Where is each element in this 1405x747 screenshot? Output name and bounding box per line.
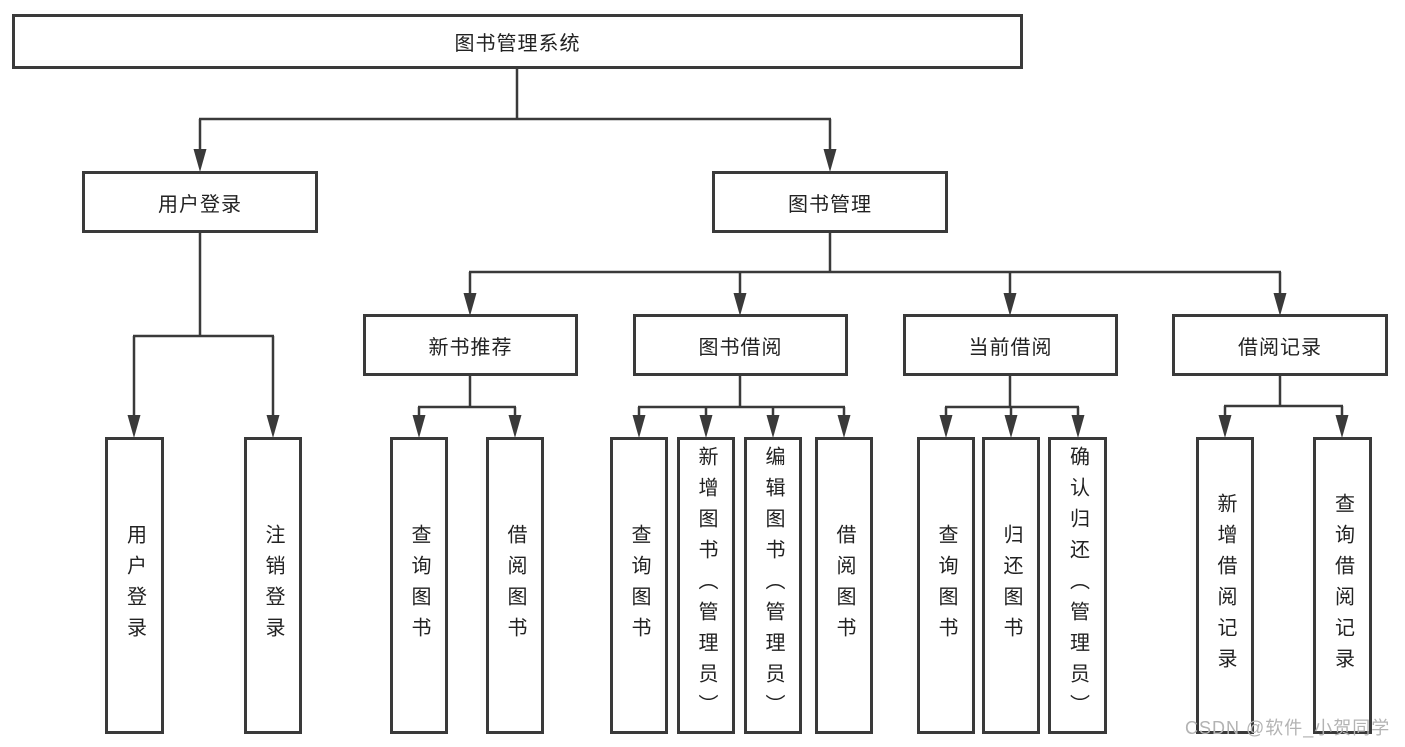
leaf-user-login: 用户登录 bbox=[105, 437, 164, 734]
node-label: 新书推荐 bbox=[428, 336, 513, 359]
node-user-login: 用户登录 bbox=[82, 171, 318, 233]
leaf-logout: 注销登录 bbox=[244, 437, 302, 734]
leaf-label: 用户登录 bbox=[123, 523, 146, 648]
node-label: 用户登录 bbox=[158, 193, 242, 216]
node-borrowing-records: 借阅记录 bbox=[1172, 314, 1388, 376]
node-current-borrowing: 当前借阅 bbox=[903, 314, 1118, 376]
leaf-return-books: 归还图书 bbox=[982, 437, 1040, 734]
watermark-csdn: CSDN @软件_小贺同学 bbox=[1185, 718, 1391, 738]
leaf-confirm-return-admin: 确认归还（管理员） bbox=[1048, 437, 1107, 734]
leaf-query-books-borrowing: 查询图书 bbox=[610, 437, 668, 734]
node-library-management-system: 图书管理系统 bbox=[12, 14, 1023, 69]
leaf-add-book-admin: 新增图书（管理员） bbox=[677, 437, 735, 734]
node-label: 图书借阅 bbox=[698, 336, 783, 359]
leaf-label: 新增图书（管理员） bbox=[695, 446, 717, 725]
leaf-label: 借阅图书 bbox=[504, 523, 526, 648]
leaf-label: 查询借阅记录 bbox=[1331, 492, 1354, 679]
leaf-query-books-recommendation: 查询图书 bbox=[390, 437, 448, 734]
leaf-label: 确认归还（管理员） bbox=[1066, 446, 1089, 725]
leaf-label: 借阅图书 bbox=[833, 523, 855, 648]
leaf-borrow-books-recommendation: 借阅图书 bbox=[486, 437, 544, 734]
node-new-book-recommendation: 新书推荐 bbox=[363, 314, 578, 376]
leaf-label: 编辑图书（管理员） bbox=[762, 446, 784, 725]
node-label: 图书管理 bbox=[788, 193, 872, 216]
leaf-edit-book-admin: 编辑图书（管理员） bbox=[744, 437, 802, 734]
leaf-add-borrow-record: 新增借阅记录 bbox=[1196, 437, 1254, 734]
leaf-label: 归还图书 bbox=[1000, 523, 1022, 648]
node-label: 图书管理系统 bbox=[454, 33, 581, 55]
leaf-label: 查询图书 bbox=[408, 523, 430, 648]
leaf-label: 查询图书 bbox=[935, 523, 957, 648]
node-label: 借阅记录 bbox=[1238, 336, 1322, 359]
leaf-label: 注销登录 bbox=[262, 523, 284, 648]
node-book-management: 图书管理 bbox=[712, 171, 948, 233]
node-book-borrowing: 图书借阅 bbox=[633, 314, 848, 376]
leaf-query-books-current: 查询图书 bbox=[917, 437, 975, 734]
leaf-label: 查询图书 bbox=[628, 523, 650, 648]
node-label: 当前借阅 bbox=[968, 336, 1053, 359]
leaf-borrow-books-borrowing: 借阅图书 bbox=[815, 437, 873, 734]
leaf-label: 新增借阅记录 bbox=[1214, 492, 1236, 679]
leaf-query-borrow-record: 查询借阅记录 bbox=[1313, 437, 1372, 734]
